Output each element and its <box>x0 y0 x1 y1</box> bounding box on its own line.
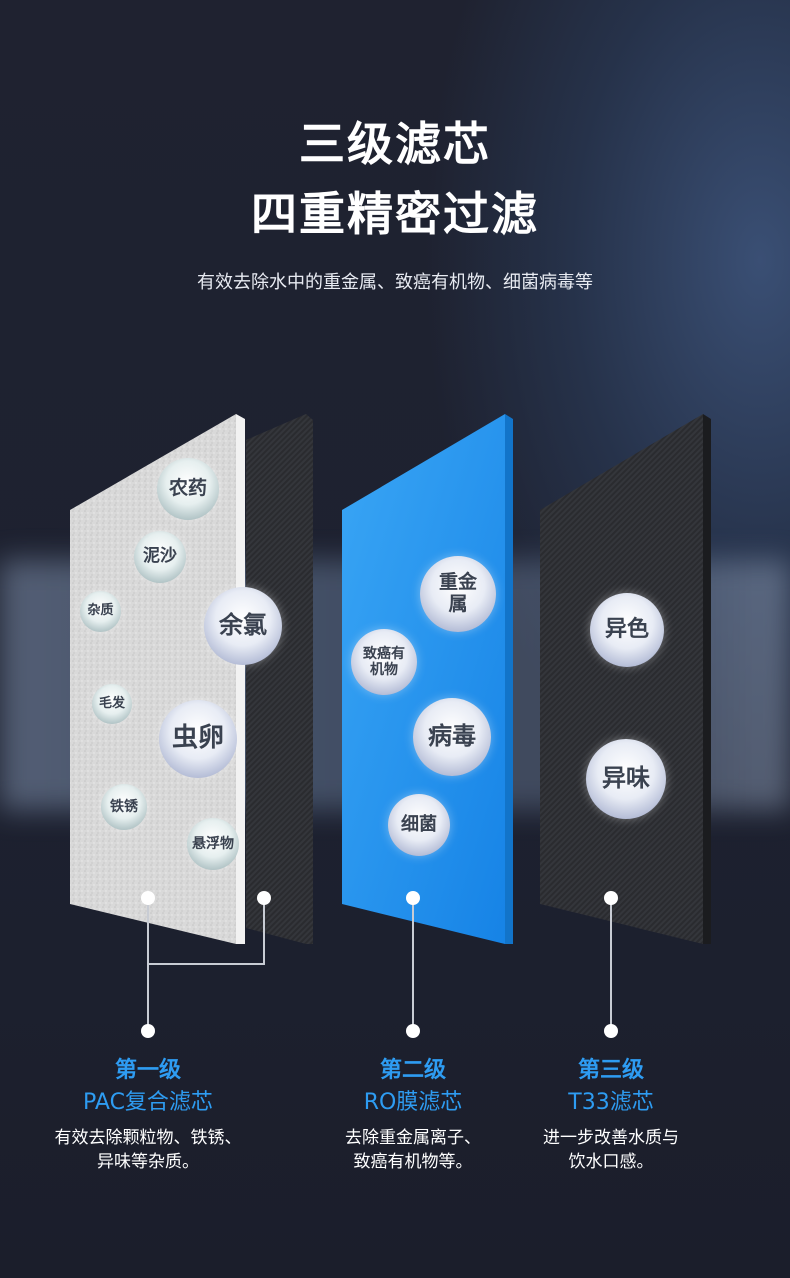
bubble-impurity: 杂质 <box>80 591 121 632</box>
stage1-level: 第一级 <box>114 1058 181 1083</box>
marker-dot-stage3 <box>604 1024 618 1038</box>
stage2-name: RO膜滤芯 <box>363 1090 463 1115</box>
marker-dot-carbon <box>257 891 271 905</box>
stage2-desc-line2: 致癌有机物等。 <box>353 1152 473 1172</box>
bubble-sediment: 泥沙 <box>134 531 186 583</box>
stage3-desc-line1: 进一步改善水质与 <box>543 1128 679 1148</box>
marker-dot-t33 <box>604 891 618 905</box>
bubble-carcinogen: 致癌有机物 <box>351 629 417 695</box>
connector-line-1 <box>147 898 265 965</box>
page-title-line1: 三级滤芯 <box>299 117 491 171</box>
pac-panel-edge <box>236 414 245 944</box>
stage1-desc-line1: 有效去除颗粒物、铁锈、 <box>54 1128 242 1148</box>
bubble-pesticide: 农药 <box>157 458 219 520</box>
stage1-name: PAC复合滤芯 <box>83 1090 213 1115</box>
ro-panel <box>342 414 505 944</box>
carbon-panel-1 <box>246 414 313 944</box>
stage2-desc: 去除重金属离子、 致癌有机物等。 <box>295 1126 531 1174</box>
stage3-desc-line2: 饮水口感。 <box>568 1152 654 1172</box>
bubble-rust: 铁锈 <box>101 784 147 830</box>
stage2-desc-line1: 去除重金属离子、 <box>345 1128 481 1148</box>
stage2-level: 第二级 <box>379 1058 446 1083</box>
bubble-odor: 异味 <box>586 739 666 819</box>
t33-panel <box>540 414 703 944</box>
marker-dot-stage2 <box>406 1024 420 1038</box>
marker-dot-ro <box>406 891 420 905</box>
stage1-desc: 有效去除颗粒物、铁锈、 异味等杂质。 <box>30 1126 266 1174</box>
marker-dot-stage1 <box>141 1024 155 1038</box>
bubble-chlorine: 余氯 <box>204 587 282 665</box>
bubble-hair: 毛发 <box>92 684 132 724</box>
ro-panel-edge <box>505 414 513 944</box>
bubble-heavy-metal: 重金属 <box>420 556 496 632</box>
page-title-line2: 四重精密过滤 <box>251 187 539 241</box>
bubble-discolor: 异色 <box>590 593 664 667</box>
page-subtitle: 有效去除水中的重金属、致癌有机物、细菌病毒等 <box>197 272 593 293</box>
t33-panel-edge <box>703 414 711 944</box>
bubble-bacteria: 细菌 <box>388 794 450 856</box>
bubble-eggs: 虫卵 <box>159 700 237 778</box>
bubble-virus: 病毒 <box>413 698 491 776</box>
stage3-name: T33滤芯 <box>568 1090 654 1115</box>
stage3-level: 第三级 <box>577 1058 644 1083</box>
bubble-suspended: 悬浮物 <box>187 818 239 870</box>
stage1-desc-line2: 异味等杂质。 <box>97 1152 199 1172</box>
stage3-desc: 进一步改善水质与 饮水口感。 <box>493 1126 729 1174</box>
marker-dot-pac <box>141 891 155 905</box>
